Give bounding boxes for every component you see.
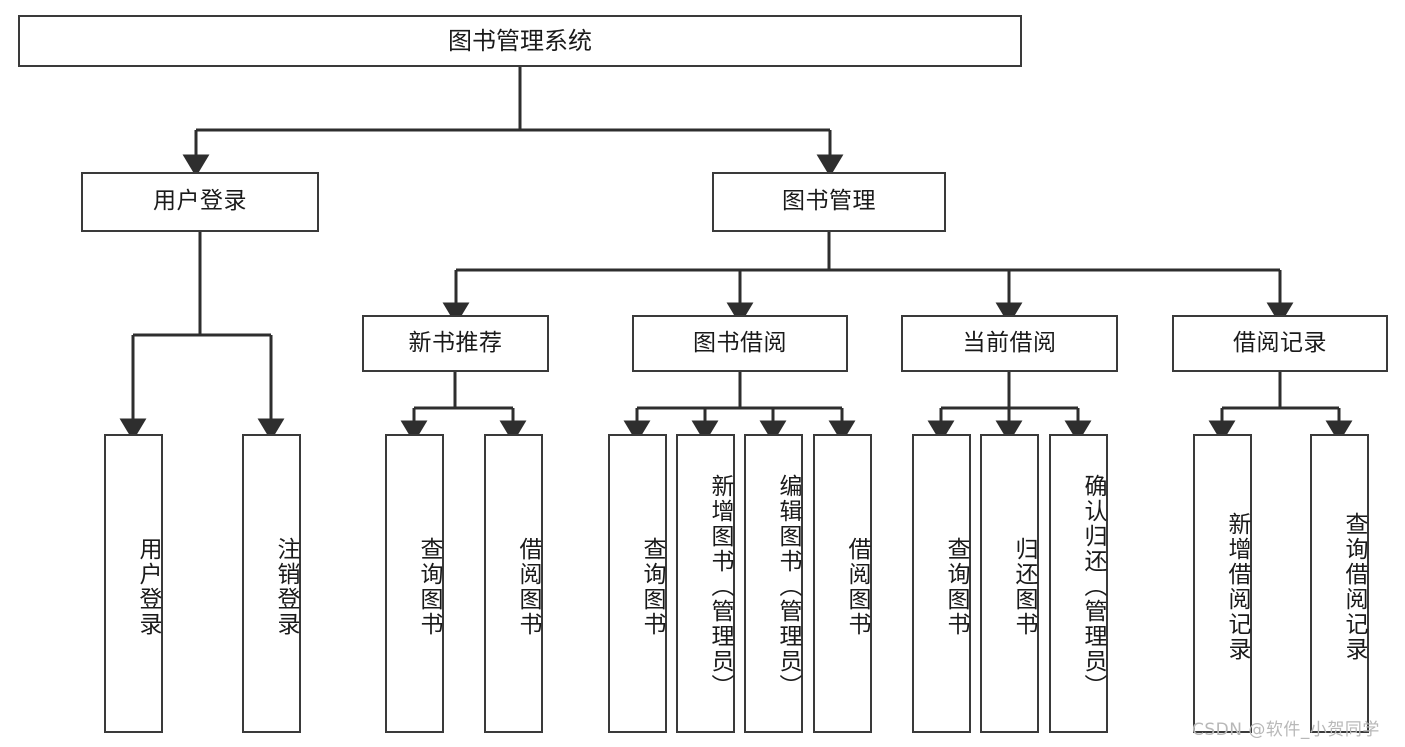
node-leaf-user-login[interactable]: 用户登录 [104, 434, 163, 733]
node-label: 注销登录 [273, 536, 299, 637]
node-label: 归还图书 [1011, 536, 1037, 637]
node-leaf-borrow-book-1[interactable]: 借阅图书 [484, 434, 543, 733]
node-leaf-user-logout[interactable]: 注销登录 [242, 434, 301, 733]
node-label: 编辑图书（管理员） [775, 474, 801, 699]
node-leaf-query-book-1[interactable]: 查询图书 [385, 434, 444, 733]
node-label: 借阅记录 [1233, 329, 1327, 356]
node-label: 查询图书 [639, 536, 665, 637]
node-label: 用户登录 [153, 188, 247, 215]
node-borrow-record[interactable]: 借阅记录 [1172, 315, 1388, 372]
node-label: 借阅图书 [515, 536, 541, 637]
node-user-login[interactable]: 用户登录 [81, 172, 319, 232]
node-book-borrow[interactable]: 图书借阅 [632, 315, 848, 372]
node-leaf-confirm-return[interactable]: 确认归还（管理员） [1049, 434, 1108, 733]
node-label: 查询图书 [943, 536, 969, 637]
node-leaf-return-book[interactable]: 归还图书 [980, 434, 1039, 733]
node-label: 新增图书（管理员） [707, 474, 733, 699]
node-new-book-recommend[interactable]: 新书推荐 [362, 315, 549, 372]
node-leaf-query-record[interactable]: 查询借阅记录 [1310, 434, 1369, 733]
node-label: 新书推荐 [408, 329, 503, 356]
node-label: 查询图书 [416, 536, 442, 637]
node-leaf-edit-book[interactable]: 编辑图书（管理员） [744, 434, 803, 733]
node-label: 图书管理系统 [448, 26, 592, 55]
watermark-text: CSDN @软件_小贺同学 [1192, 720, 1380, 740]
node-leaf-query-book-3[interactable]: 查询图书 [912, 434, 971, 733]
node-label: 新增借阅记录 [1224, 511, 1250, 662]
node-label: 确认归还（管理员） [1080, 474, 1106, 699]
node-label: 查询借阅记录 [1341, 511, 1367, 662]
node-book-manage[interactable]: 图书管理 [712, 172, 946, 232]
node-leaf-borrow-book-2[interactable]: 借阅图书 [813, 434, 872, 733]
node-label: 图书借阅 [693, 329, 787, 356]
node-label: 借阅图书 [844, 536, 870, 637]
node-label: 用户登录 [135, 536, 161, 637]
node-leaf-add-record[interactable]: 新增借阅记录 [1193, 434, 1252, 733]
node-leaf-query-book-2[interactable]: 查询图书 [608, 434, 667, 733]
node-leaf-add-book[interactable]: 新增图书（管理员） [676, 434, 735, 733]
node-label: 图书管理 [782, 188, 876, 215]
node-current-borrow[interactable]: 当前借阅 [901, 315, 1118, 372]
node-label: 当前借阅 [962, 329, 1057, 356]
node-root-system[interactable]: 图书管理系统 [18, 15, 1022, 67]
